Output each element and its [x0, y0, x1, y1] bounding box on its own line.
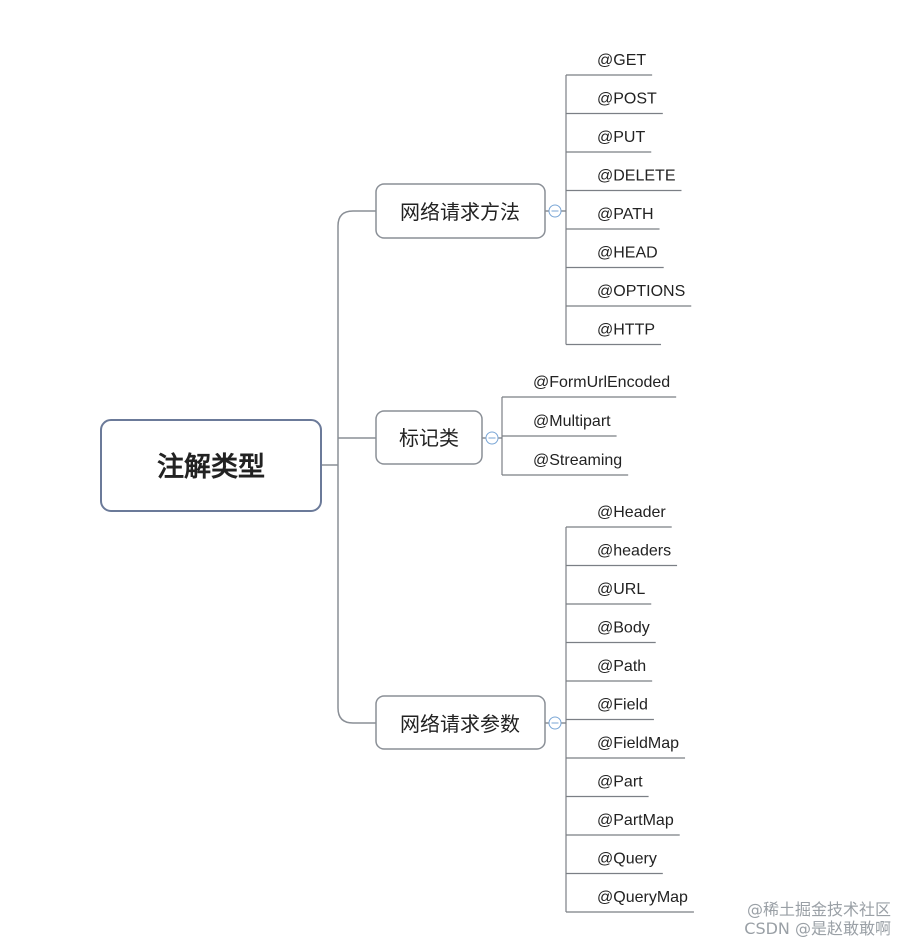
leaf-node-label[interactable]: @Part	[597, 774, 643, 791]
category-node-request-params[interactable]: 网络请求参数	[375, 695, 546, 750]
leaf-node-label[interactable]: @PUT	[597, 129, 645, 146]
category-node-markers[interactable]: 标记类	[375, 410, 483, 465]
leaf-node-label[interactable]: @PATH	[597, 206, 654, 223]
category-node-request-methods[interactable]: 网络请求方法	[375, 183, 546, 239]
root-node[interactable]: 注解类型	[100, 419, 322, 512]
connectors	[321, 210, 566, 724]
leaf-group-markers: @FormUrlEncoded @Multipart @Streaming	[501, 374, 677, 476]
leaf-node-label[interactable]: @GET	[597, 52, 646, 69]
collapse-toggle-request-params[interactable]	[548, 716, 562, 730]
leaf-node-label[interactable]: @HEAD	[597, 245, 658, 262]
leaf-node-label[interactable]: @DELETE	[597, 168, 675, 185]
leaf-node-label[interactable]: @Field	[597, 697, 648, 714]
root-label: 注解类型	[157, 451, 265, 483]
watermark-csdn: CSDN @是赵敢敢啊	[744, 919, 891, 938]
collapse-toggle-markers[interactable]	[485, 431, 499, 445]
leaf-node-label[interactable]: @Path	[597, 658, 646, 675]
leaf-node-label[interactable]: @headers	[597, 543, 671, 560]
category-label: 网络请求参数	[400, 712, 520, 736]
leaf-node-label[interactable]: @Header	[597, 504, 666, 521]
leaf-node-label[interactable]: @QueryMap	[597, 889, 688, 906]
leaf-node-label[interactable]: @Streaming	[533, 452, 622, 469]
leaf-node-label[interactable]: @HTTP	[597, 322, 655, 339]
leaf-node-label[interactable]: @FieldMap	[597, 735, 679, 752]
leaf-node-label[interactable]: @PartMap	[597, 812, 674, 829]
watermark-juejin: @稀土掘金技术社区	[746, 900, 891, 919]
leaf-group-request-methods: @GET @POST @PUT @DELETE @PATH @HEAD @OPTIONS @H…	[565, 52, 692, 346]
leaf-node-label[interactable]: @POST	[597, 91, 657, 108]
category-label: 网络请求方法	[400, 200, 520, 224]
category-label: 标记类	[399, 426, 459, 450]
leaf-node-label[interactable]: @Body	[597, 620, 650, 637]
leaf-node-label[interactable]: @URL	[597, 581, 645, 598]
leaf-group-request-params: @Header @headers @URL @Body @Path @Field @Fiel…	[565, 504, 694, 913]
leaf-node-label[interactable]: @Query	[597, 851, 657, 868]
leaf-node-label[interactable]: @Multipart	[533, 413, 611, 430]
leaf-node-label[interactable]: @OPTIONS	[597, 283, 685, 300]
collapse-toggle-request-methods[interactable]	[548, 204, 562, 218]
leaf-node-label[interactable]: @FormUrlEncoded	[533, 374, 670, 391]
